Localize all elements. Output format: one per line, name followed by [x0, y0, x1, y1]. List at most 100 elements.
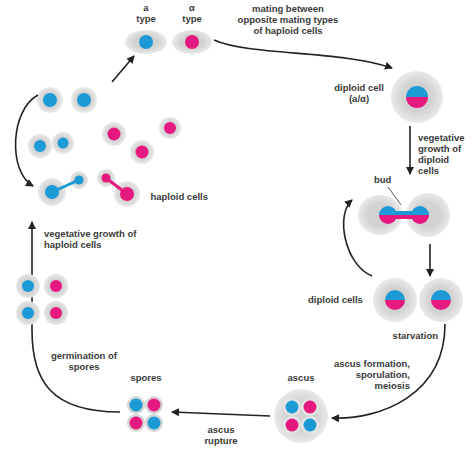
nucleus — [120, 187, 134, 201]
haploid-cells-drawing — [16, 87, 181, 207]
haploid-cell — [102, 122, 126, 146]
germinating-cell — [44, 301, 68, 325]
nucleus — [43, 93, 57, 107]
haploid-cell — [38, 178, 66, 206]
cycle-arrow — [344, 200, 372, 276]
stage-label: diploid cell (a/α) — [328, 82, 390, 104]
nucleus — [130, 417, 143, 430]
nucleus — [136, 146, 149, 159]
diploid-cell — [358, 195, 402, 235]
loop-arrow — [16, 95, 38, 186]
cell-stage: diploid cell (a/α) — [328, 68, 446, 126]
cell-stage: haploid cells — [12, 82, 212, 222]
nucleus-half — [411, 206, 429, 215]
nucleus-half — [431, 300, 451, 310]
stage-label: spores — [120, 372, 172, 383]
germinating-cell — [16, 274, 40, 298]
diploid-cell-drawing — [391, 71, 443, 123]
spore — [145, 396, 163, 414]
process-note: ascus formation, sporulation, meiosis — [326, 358, 410, 391]
haploid-cell — [114, 181, 140, 207]
germinating-cell — [44, 274, 68, 298]
nucleus-half — [406, 86, 428, 97]
nucleus — [304, 419, 317, 432]
stage-label: ascus — [270, 372, 332, 383]
nucleus — [22, 280, 34, 292]
cycle-arrow — [172, 412, 270, 416]
spores-drawing — [127, 396, 163, 432]
stage-label: α type — [179, 2, 205, 24]
cell-stage: bud — [352, 174, 454, 244]
nucleus — [164, 122, 176, 134]
nucleus — [148, 417, 161, 430]
nucleus — [50, 280, 62, 292]
cell-stage: a type — [122, 2, 170, 56]
nucleus-half — [379, 215, 397, 224]
cycle-arrow — [429, 244, 431, 276]
nucleus — [286, 401, 299, 414]
stage-label: diploid cells — [308, 294, 363, 305]
haploid-cell — [28, 134, 52, 158]
spore — [127, 396, 145, 414]
leader-line — [388, 187, 401, 205]
process-note: vegetative growth of haploid cells — [44, 228, 144, 250]
cycle-arrow — [214, 40, 392, 68]
diploid-cell — [406, 193, 450, 237]
stage-label: a type — [133, 2, 159, 24]
nucleus-half — [379, 206, 397, 215]
nucleus — [102, 174, 111, 183]
nucleus — [58, 138, 69, 149]
mating-cells — [125, 30, 212, 54]
nucleus — [45, 185, 59, 199]
spore — [283, 416, 301, 434]
arrow-label: ascus rupture — [196, 424, 246, 446]
nucleus-half — [406, 97, 428, 108]
haploid-cell — [71, 87, 97, 113]
nucleus — [148, 399, 161, 412]
germinating-cell — [16, 301, 40, 325]
ascus-drawing — [274, 389, 328, 443]
diploid-cell — [391, 71, 443, 123]
spore — [283, 398, 301, 416]
cell-stage: diploid cells — [308, 276, 472, 324]
spore — [127, 414, 145, 432]
cell-stage: ascus — [270, 372, 332, 444]
nucleus — [286, 419, 299, 432]
nucleus — [130, 399, 143, 412]
nucleus — [75, 176, 84, 185]
cycle-arrow — [32, 222, 120, 412]
nucleus-half — [411, 215, 429, 224]
nucleus-half — [385, 290, 405, 300]
nucleus — [22, 307, 34, 319]
haploid-cell — [125, 30, 167, 54]
haploid-cell — [130, 140, 154, 164]
spore — [145, 414, 163, 432]
nucleus — [139, 35, 153, 49]
budding-diploid-drawing — [358, 187, 450, 237]
haploid-cell — [52, 132, 74, 154]
nucleus-half — [385, 300, 405, 310]
nucleus — [185, 35, 199, 49]
nucleus — [34, 140, 46, 152]
arrow-label: mating between opposite mating types of … — [232, 3, 344, 36]
haploid-bud — [70, 171, 88, 189]
spore — [301, 398, 319, 416]
haploid-cell — [159, 117, 181, 139]
nucleus — [304, 401, 317, 414]
diploid-cell — [419, 278, 463, 322]
diploid-cells-drawing — [373, 278, 463, 322]
nucleus — [108, 128, 121, 141]
arrow-label: vegetative growth of diploid cells — [418, 132, 472, 176]
arrow-label: germination of spores — [48, 350, 120, 372]
nucleus — [50, 307, 62, 319]
ascus-cell — [274, 389, 328, 443]
haploid-cell — [172, 30, 212, 54]
nucleus — [77, 93, 91, 107]
arrow-label: starvation — [384, 330, 438, 341]
cell-stage: spores — [120, 372, 172, 432]
cycle-arrow — [409, 126, 411, 174]
diploid-cell — [373, 278, 417, 322]
cycle-arrow — [112, 56, 134, 82]
cell-stage: α type — [170, 2, 214, 56]
